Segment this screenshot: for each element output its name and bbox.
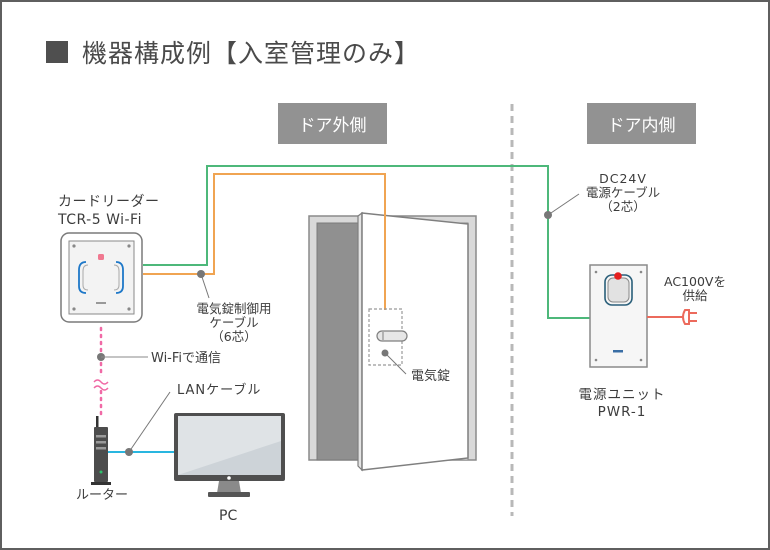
router-label: ルーター <box>76 488 129 503</box>
ac-supply-label: AC100Vを 供給 <box>664 274 726 303</box>
pc-label: PC <box>219 508 238 524</box>
router-icon <box>91 416 111 485</box>
card-reader-icon <box>60 232 143 323</box>
pc-monitor-icon <box>174 413 285 497</box>
page-title: 機器構成例【入室管理のみ】 <box>46 36 420 68</box>
zone-label-outside: ドア外側 <box>278 103 387 144</box>
title-square-icon <box>46 41 68 63</box>
door-icon <box>308 211 477 472</box>
card-reader-model: TCR-5 Wi-Fi <box>58 212 142 228</box>
dc-power-cable <box>143 165 590 319</box>
zone-label-inside: ドア内側 <box>587 103 696 144</box>
lock-cable-label: 電気錠制御用 ケーブル （6芯） <box>196 301 272 344</box>
electric-lock-icon <box>368 308 408 375</box>
wireless-wave-icon <box>93 379 109 391</box>
electric-lock-label: 電気錠 <box>411 369 451 384</box>
card-reader-name: カードリーダー <box>58 194 160 210</box>
wifi-label: Wi-Fiで通信 <box>151 351 222 366</box>
power-unit-label: 電源ユニット PWR-1 <box>578 387 666 420</box>
power-plug-icon <box>682 309 697 325</box>
dc-cable-label: DC24V 電源ケーブル （2芯） <box>585 171 661 214</box>
power-unit-icon <box>589 264 648 368</box>
title-text: 機器構成例【入室管理のみ】 <box>82 39 421 68</box>
lan-cable-label: LANケーブル <box>177 383 262 398</box>
